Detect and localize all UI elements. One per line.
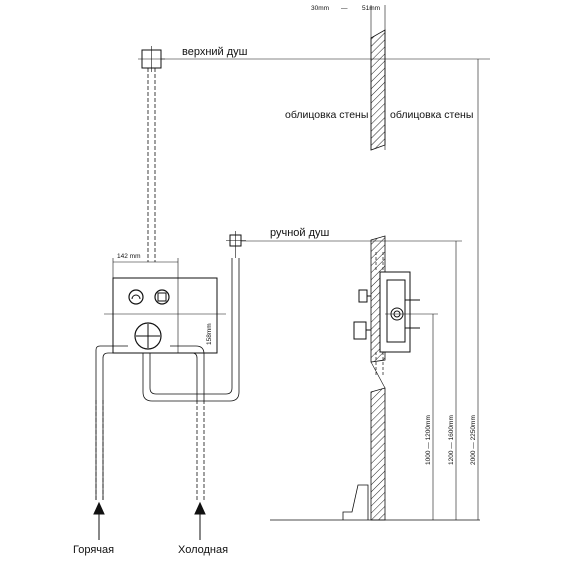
width-dimension [112,258,179,278]
top-shower-label: верхний душ [182,46,248,58]
height-dim-3: 2000 — 2250mm [470,415,477,465]
height-dim-1: 1000 — 1200mm [425,415,432,465]
mixer-handle [134,322,162,350]
height-dims [385,59,479,520]
riser-pipe [147,68,156,262]
hot-pipe-dashed [95,400,104,500]
hand-shower-connector [226,231,246,258]
hot-label: Горячая [73,544,114,556]
cold-arrow [194,501,206,540]
wall-min-label: 30mm [311,5,329,12]
wall-lining-right-label: облицовка стены [390,109,473,121]
section-pipes [375,252,384,375]
hand-shower-label: ручной душ [270,227,330,239]
diverter-knob-right [154,289,170,305]
hand-shower-pipe [142,258,240,402]
top-shower-connector [138,46,165,72]
hot-pipe [95,345,128,500]
cold-pipe-dashed [196,400,205,500]
wall-max-label: 51mm [362,5,380,12]
floor-line [270,484,480,521]
mixer-body-section [353,271,420,353]
wall-lining-left-label: облицовка стены [285,109,368,121]
width-label: 142 mm [117,253,140,260]
diverter-knob-left [128,289,144,305]
upper-wall-section [370,29,386,151]
cold-pipe [170,345,205,400]
height-dim-2: 1200 — 1600mm [448,415,455,465]
hot-arrow [93,501,105,540]
wall-dash: — [341,5,348,12]
cold-label: Холодная [178,544,228,556]
height-label: 158mm [206,323,213,345]
